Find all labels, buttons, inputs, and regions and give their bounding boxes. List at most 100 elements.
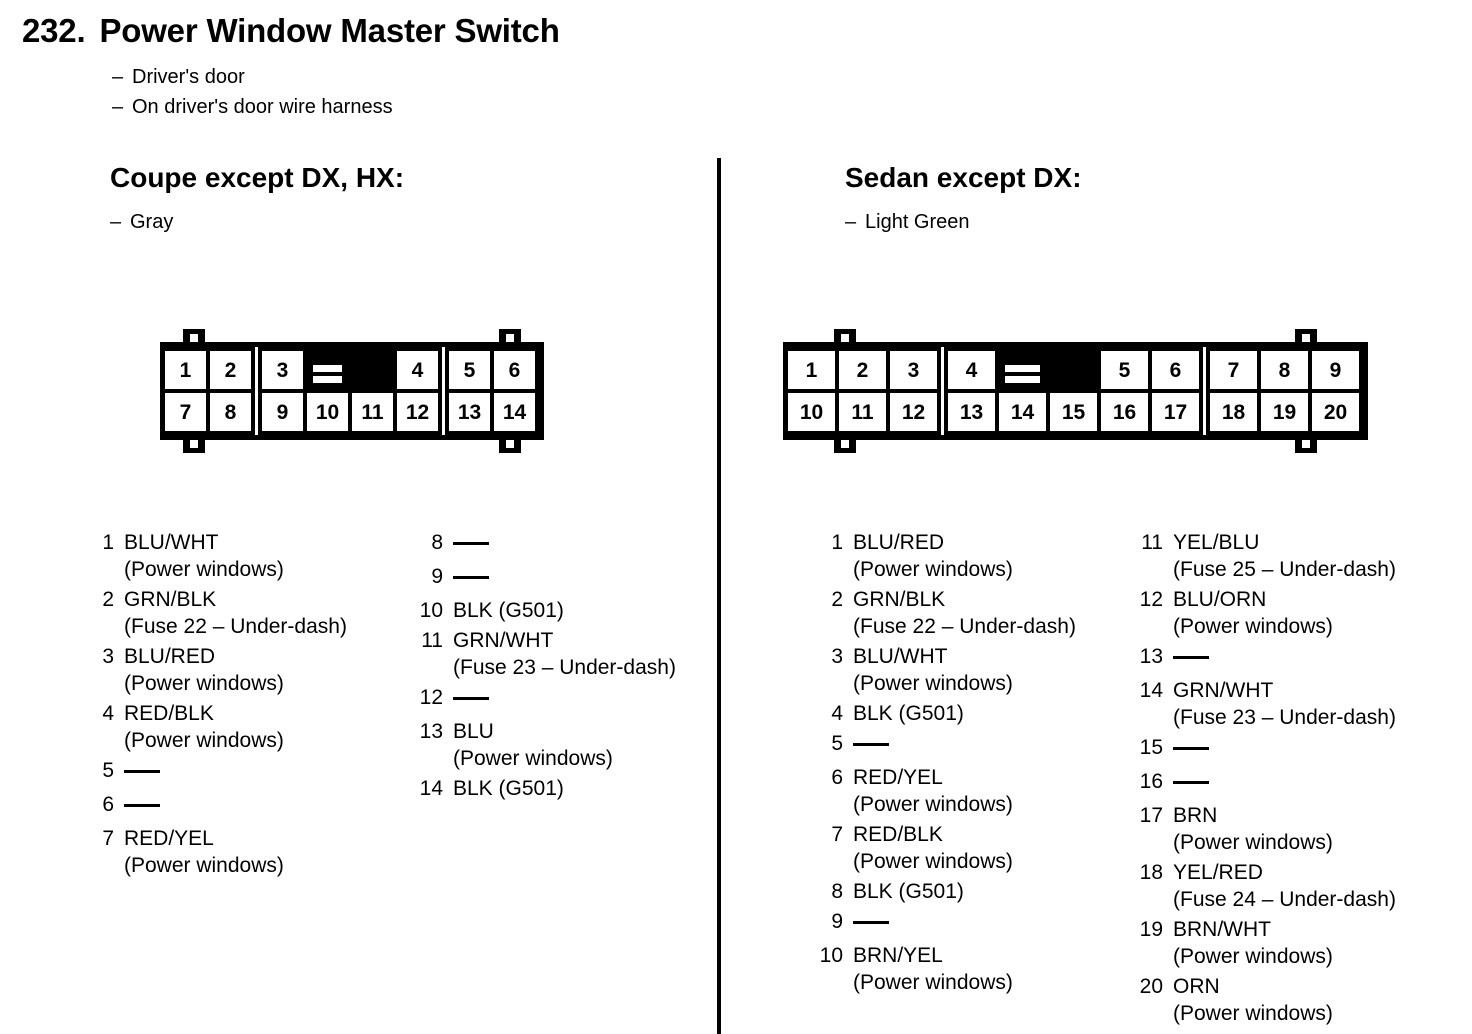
connector-pin-cell: 18 [1210, 393, 1257, 431]
pin-number: 14 [419, 777, 443, 800]
pin-empty-dash-icon [124, 770, 160, 773]
pin-group: 4 13 14 15 5 16 6 17 [948, 347, 1203, 435]
bullet-dash-icon: – [112, 66, 124, 88]
connector-mounting-tab-icon [1295, 329, 1317, 347]
pin-number: 15 [1139, 736, 1163, 759]
pin-column: 8 19 [1261, 347, 1312, 435]
pin-body [1173, 781, 1396, 784]
pin-group-divider [941, 347, 948, 435]
section-number: 232. [22, 12, 86, 49]
pin-entry: 9 [813, 911, 1076, 932]
pin-body: GRN/BLK(Fuse 22 – Under-dash) [124, 589, 347, 637]
pin-body [453, 576, 676, 579]
pin-body: GRN/WHT(Fuse 23 – Under-dash) [453, 630, 676, 678]
connector-pin-cell: 8 [1261, 351, 1308, 389]
pin-number: 13 [419, 720, 443, 743]
pin-circuit-description: (Power windows) [124, 672, 284, 695]
pin-number: 3 [102, 645, 114, 668]
pin-empty-dash-icon [124, 804, 160, 807]
pin-body [1173, 747, 1396, 750]
pin-entry: 8 [413, 532, 676, 553]
pin-wire-color: YEL/BLU [1173, 531, 1260, 554]
connector-pin-cell: 17 [1152, 393, 1199, 431]
pin-number: 2 [831, 588, 843, 611]
pin-circuit-description: (Power windows) [453, 747, 613, 770]
page-title: 232.Power Window Master Switch [22, 12, 560, 50]
pin-entry: 9 [413, 566, 676, 587]
connector-mounting-tab-icon [834, 435, 856, 453]
pin-number: 18 [1139, 861, 1163, 884]
pin-circuit-description: (Fuse 25 – Under-dash) [1173, 558, 1396, 581]
pin-number: 9 [431, 565, 443, 588]
pin-column: 2 11 [839, 347, 890, 435]
coupe-connector-diagram: 1 7 2 8 3 9 10 11 4 1 [160, 329, 544, 453]
pin-body [853, 921, 1076, 924]
pin-empty-dash-icon [1173, 656, 1209, 659]
pin-number: 14 [1139, 679, 1163, 702]
coupe-section-heading: Coupe except DX, HX: [110, 162, 405, 193]
pin-empty-dash-icon [853, 921, 889, 924]
pin-wire-color: RED/BLK [853, 823, 943, 846]
sedan-connector-color: –Light Green [845, 211, 970, 234]
coupe-connector-color-text: Gray [130, 211, 174, 233]
bullet-dash-icon: – [845, 211, 857, 233]
pin-column: 7 18 [1210, 347, 1261, 435]
connector-pin-cell: 10 [307, 393, 348, 431]
pin-number: 11 [1141, 531, 1163, 554]
connector-pin-cell: 14 [494, 393, 535, 431]
pin-number: 4 [102, 702, 114, 725]
pin-number: 12 [419, 686, 443, 709]
pin-column: 9 20 [1312, 347, 1363, 435]
pin-body: BLK (G501) [453, 600, 676, 621]
connector-pin-cell: 2 [839, 351, 886, 389]
connector-pin-cell: 4 [948, 351, 995, 389]
pin-circuit-description: (Fuse 23 – Under-dash) [453, 656, 676, 679]
pin-wire-color: BLU/WHT [853, 645, 948, 668]
pin-column: 6 17 [1152, 347, 1203, 435]
pin-column: 1 7 [165, 347, 210, 435]
pin-body [124, 804, 347, 807]
pin-entry: 7 RED/BLK(Power windows) [813, 824, 1076, 872]
pin-circuit-description: (Power windows) [853, 672, 1013, 695]
connector-pin-cell: 15 [1050, 393, 1097, 431]
sedan-connector-diagram: 1 10 2 11 3 12 4 13 14 [783, 329, 1368, 453]
pin-number: 6 [102, 793, 114, 816]
pin-body: BRN/YEL(Power windows) [853, 945, 1076, 993]
pin-number: 12 [1139, 588, 1163, 611]
pin-body: BRN(Power windows) [1173, 805, 1396, 853]
pin-body: BRN/WHT(Power windows) [1173, 919, 1396, 967]
pin-entry: 12 [413, 687, 676, 708]
pin-group-divider [1203, 347, 1210, 435]
pin-number: 7 [831, 823, 843, 846]
pin-empty-dash-icon [1173, 781, 1209, 784]
pin-column: 3 9 [262, 347, 307, 435]
bullet-dash-icon: – [112, 96, 124, 118]
pin-body: ORN(Power windows) [1173, 976, 1396, 1024]
pin-wire-color: GRN/BLK [124, 588, 217, 611]
pin-group: 1 7 2 8 [165, 347, 255, 435]
pin-body: YEL/RED(Fuse 24 – Under-dash) [1173, 862, 1396, 910]
pin-wire-color: YEL/RED [1173, 861, 1263, 884]
pin-wire-color: BLU/ORN [1173, 588, 1267, 611]
connector-pin-cell: 20 [1312, 393, 1359, 431]
connector-mounting-tab-icon [183, 329, 205, 347]
sedan-pin-list-column-b: 11 YEL/BLU (Fuse 25 – Under-dash) 12 BLU/ORN… [1133, 532, 1396, 1033]
pin-empty-dash-icon [853, 743, 889, 746]
connector-pin-cell: 11 [352, 393, 393, 431]
pin-wire-color: BLU/RED [853, 531, 945, 554]
connector-pin-cell: 8 [210, 393, 251, 431]
connector-pin-cell: 13 [948, 393, 995, 431]
pin-circuit-description: (Power windows) [124, 854, 284, 877]
pin-group: 3 9 10 11 4 12 [262, 347, 442, 435]
pin-number: 9 [831, 910, 843, 933]
pin-group-divider [442, 347, 449, 435]
pin-wire-color: BLK (G501) [853, 880, 964, 903]
pin-number: 17 [1139, 804, 1163, 827]
connector-pin-cell: 10 [788, 393, 835, 431]
pin-body: RED/BLK(Power windows) [853, 824, 1076, 872]
